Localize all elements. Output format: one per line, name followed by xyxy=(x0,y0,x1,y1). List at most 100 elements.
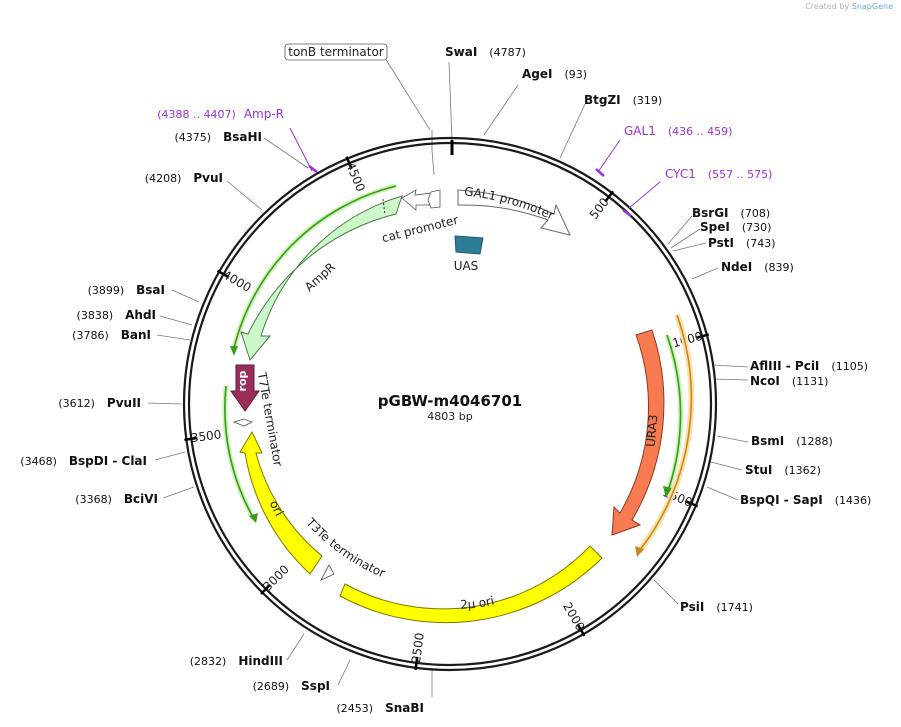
credit-prefix: Created by xyxy=(805,2,850,11)
site-label-bani[interactable]: (3786)BanI xyxy=(72,328,151,342)
primer-gal1-mark xyxy=(595,168,605,177)
leader-lines xyxy=(147,57,749,697)
site-label-bsai[interactable]: (3899) BsaI xyxy=(88,283,165,297)
ori-orf-line xyxy=(224,385,255,520)
primer-name: Amp-R xyxy=(244,107,284,121)
site-label-bsrgi[interactable]: BsrGI (708) xyxy=(692,206,770,220)
site-label-agei[interactable]: AgeI (93) xyxy=(522,67,587,81)
uas-feature[interactable] xyxy=(454,235,484,255)
primer-gal1-leader xyxy=(597,139,621,173)
primer-cyc1-mark xyxy=(622,209,632,217)
site-position: (708) xyxy=(741,207,771,220)
primer-ampr-mark xyxy=(308,165,318,173)
site-name: PvuII xyxy=(107,396,141,410)
ori-label: ori xyxy=(267,498,287,518)
site-label-btgzi[interactable]: BtgZI(319) xyxy=(584,93,662,107)
tick-label: 3000 xyxy=(260,562,291,594)
site-name: AgeI xyxy=(522,67,552,81)
site-name: BsmI xyxy=(751,434,784,448)
primer-label-gal1[interactable]: GAL1(436 .. 459) xyxy=(624,124,732,138)
tick-label: 2000 xyxy=(560,600,587,633)
two-mu-ori-feature[interactable] xyxy=(339,545,603,624)
primer-labels: GAL1(436 .. 459) CYC1(557 .. 575) (4388 ..… xyxy=(157,107,772,181)
primer-name: CYC1 xyxy=(665,167,696,181)
primer-range: (4388 .. 4407) xyxy=(157,108,236,121)
site-label-stui[interactable]: StuI(1362) xyxy=(745,463,821,477)
ura3-label: URA3 xyxy=(644,414,661,448)
ampr-feature[interactable] xyxy=(240,195,403,362)
site-label-bcivi[interactable]: (3368)BciVI xyxy=(75,492,158,506)
site-name: BsaI xyxy=(136,283,165,297)
t3te-terminator-mark[interactable] xyxy=(320,564,335,581)
tonb-terminator-mark[interactable] xyxy=(427,189,441,209)
site-name: PstI xyxy=(708,236,734,250)
site-label-ncoi[interactable]: NcoI(1131) xyxy=(750,374,828,388)
site-position: (2832) xyxy=(190,655,227,668)
site-position: (1105) xyxy=(831,360,868,373)
site-label-ndei[interactable]: NdeI(839) xyxy=(721,260,794,274)
plasmid-name: pGBW-m4046701 xyxy=(378,392,522,410)
ampr-dash xyxy=(382,198,386,216)
site-position: (3838) xyxy=(77,309,114,322)
site-name: BsrGI xyxy=(692,206,729,220)
t7te-terminator-mark[interactable] xyxy=(232,418,253,427)
site-label-hindiii[interactable]: (2832)HindIII xyxy=(190,654,283,668)
cat-promoter-arrow[interactable] xyxy=(401,189,433,211)
tick-mark xyxy=(216,269,230,279)
t3te-terminator-label: T3Te terminator xyxy=(303,515,388,581)
site-name: AflIII - PciI xyxy=(750,359,819,373)
site-name: SpeI xyxy=(700,220,730,234)
site-position: (93) xyxy=(564,68,587,81)
site-label-swai[interactable]: SwaI(4787) xyxy=(445,45,526,59)
ampr-orf-line xyxy=(233,185,397,349)
site-position: (1741) xyxy=(716,601,753,614)
site-position: (2453) xyxy=(337,702,374,715)
site-label-bspqi-sapi[interactable]: BspQI - SapI(1436) xyxy=(740,493,871,507)
site-label-bsahi[interactable]: (4375) BsaHI xyxy=(175,130,262,144)
site-position: (4375) xyxy=(175,131,212,144)
site-position: (3786) xyxy=(72,329,109,342)
site-label-psti[interactable]: PstI (743) xyxy=(708,236,776,250)
orange-orf-arrowhead xyxy=(635,546,644,557)
site-label-bspdi-clai[interactable]: (3468)BspDI - ClaI xyxy=(20,454,147,468)
primer-ampr-leader xyxy=(289,127,313,172)
site-label-afliii-pcii[interactable]: AflIII - PciI (1105) xyxy=(750,359,868,373)
site-label-ahdi[interactable]: (3838)AhdI xyxy=(77,308,156,322)
rop-label: rop xyxy=(236,370,249,391)
primer-label-amp-r[interactable]: (4388 .. 4407) Amp-R xyxy=(157,107,284,121)
ura3-feature[interactable] xyxy=(611,329,665,536)
site-position: (4787) xyxy=(489,46,526,59)
site-name: BsaHI xyxy=(223,130,262,144)
plasmid-size: 4803 bp xyxy=(427,410,472,423)
primer-label-cyc1[interactable]: CYC1(557 .. 575) xyxy=(665,167,772,181)
site-label-pvuii[interactable]: (3612) PvuII xyxy=(58,396,141,410)
site-position: (3468) xyxy=(20,455,57,468)
rop-feature[interactable] xyxy=(230,364,260,412)
site-name: SnaBI xyxy=(385,701,424,715)
site-label-snabi[interactable]: (2453) SnaBI xyxy=(337,701,424,715)
site-label-bsmi[interactable]: BsmI(1288) xyxy=(751,434,833,448)
orange-orf-line xyxy=(639,314,693,551)
site-label-sspi[interactable]: (2689)SspI xyxy=(253,679,330,693)
primer-cyc1-leader xyxy=(628,181,661,209)
backbone-outer xyxy=(182,136,718,672)
site-label-psii[interactable]: PsiI(1741) xyxy=(680,600,753,614)
ori-feature[interactable] xyxy=(239,430,323,575)
two-mu-ori-label: 2μ ori xyxy=(460,594,496,612)
site-label-spei[interactable]: SpeI (730) xyxy=(700,220,771,234)
tick-mark xyxy=(414,656,419,670)
tick-mark xyxy=(685,500,699,508)
site-position: (3899) xyxy=(88,284,125,297)
site-position: (743) xyxy=(746,237,776,250)
site-label-pvui[interactable]: (4208)PvuI xyxy=(145,171,223,185)
site-position: (1436) xyxy=(835,494,872,507)
site-position: (3612) xyxy=(58,397,95,410)
tick-mark xyxy=(695,333,710,340)
site-name: NdeI xyxy=(721,260,752,274)
tonb-terminator-label: tonB terminator xyxy=(288,45,384,59)
site-name: BtgZI xyxy=(584,93,621,107)
gal1-promoter-arrow[interactable] xyxy=(457,189,571,236)
site-position: (730) xyxy=(742,221,772,234)
site-position: (3368) xyxy=(75,493,112,506)
tonb-terminator-box xyxy=(284,43,388,61)
